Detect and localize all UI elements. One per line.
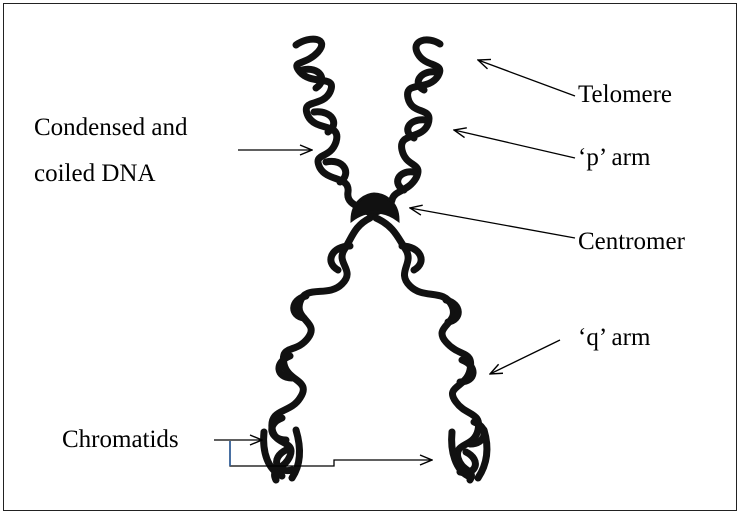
condensed-dna-label-line1: Condensed and	[34, 113, 187, 143]
left-chromatid	[264, 39, 372, 480]
p-arm-label: ‘p’ arm	[578, 143, 650, 173]
right-chromatid	[372, 40, 487, 480]
chromatids-label: Chromatids	[62, 425, 179, 455]
centromere-arrow	[410, 208, 575, 238]
centromere-label: Centromer	[578, 227, 685, 257]
telomere-arrow	[478, 60, 575, 96]
condensed-dna-label-line2: coiled DNA	[34, 159, 156, 189]
q-arm-arrow	[490, 340, 560, 374]
q-arm-label: ‘q’ arm	[578, 323, 650, 353]
p-arm-arrow	[454, 130, 575, 158]
telomere-label: Telomere	[578, 80, 672, 110]
